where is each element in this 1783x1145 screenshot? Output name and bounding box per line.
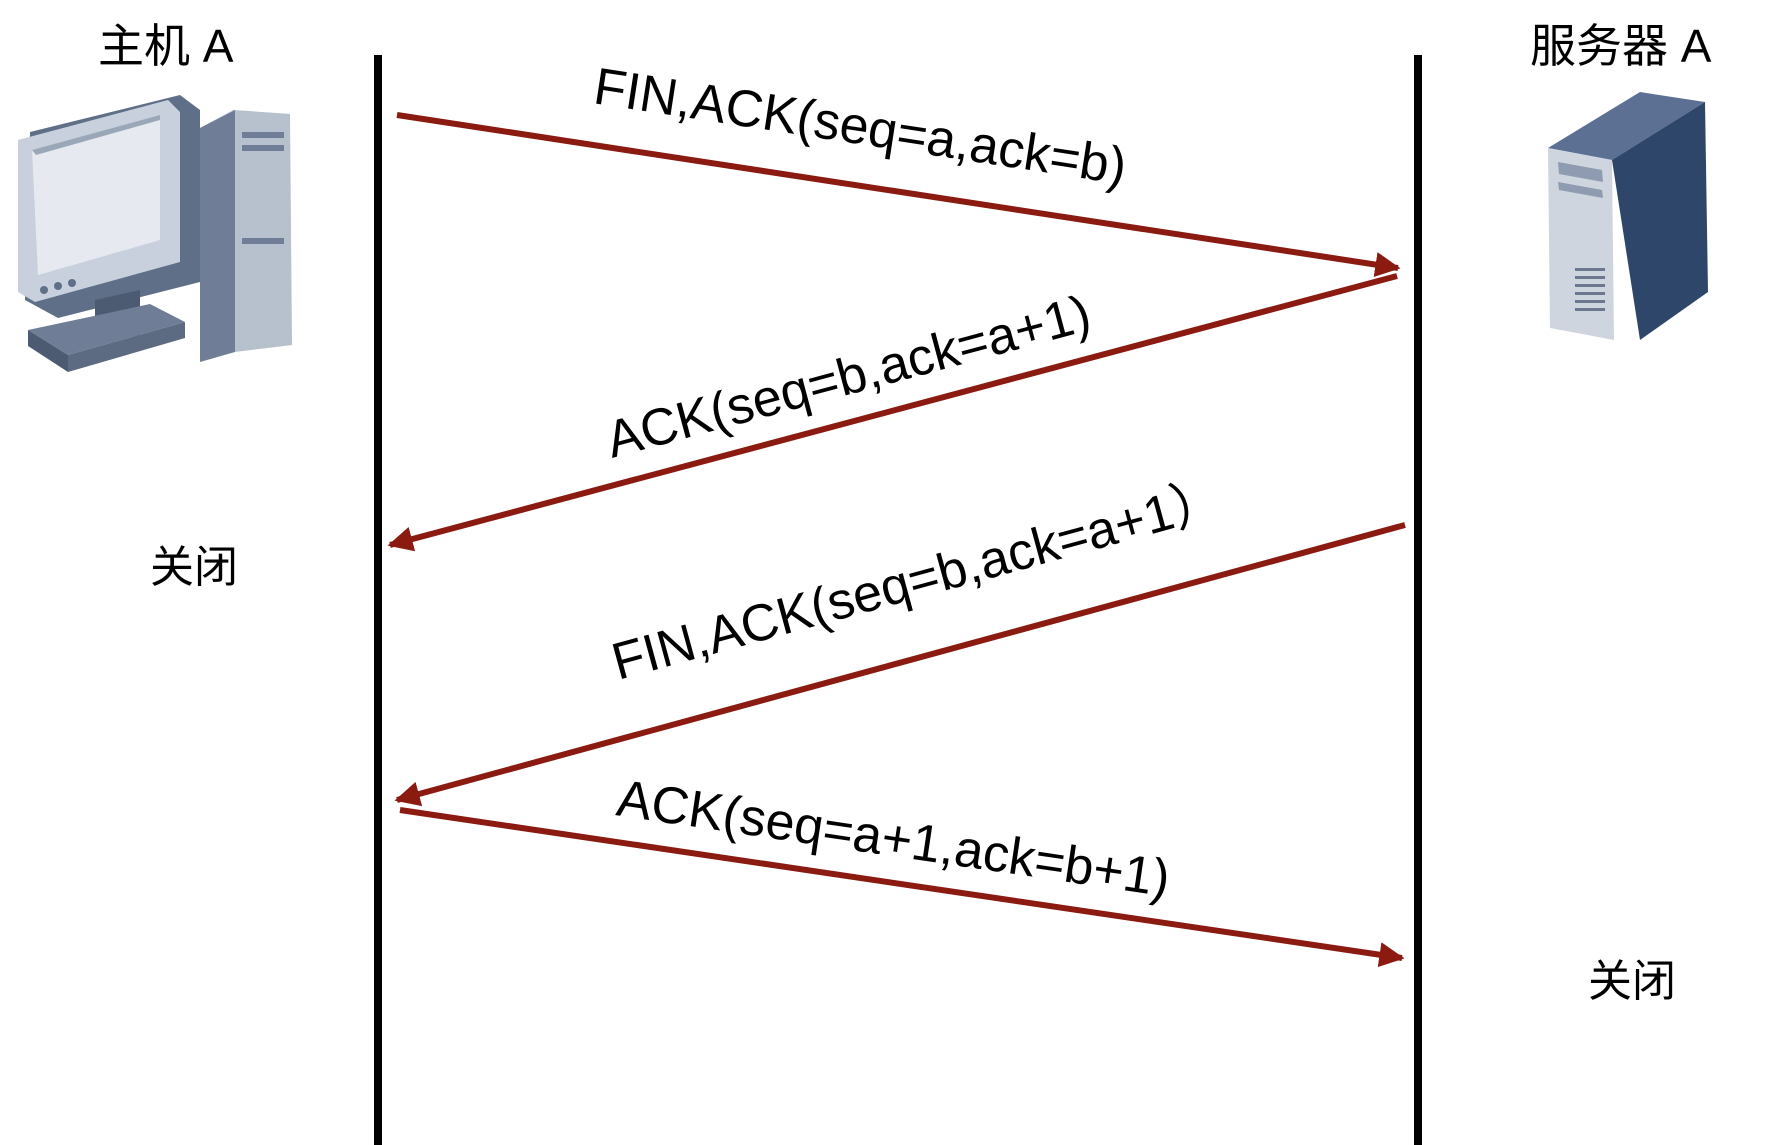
message-label-1: FIN,ACK(seq=a,ack=b) [590, 58, 1130, 197]
server-state-label: 关闭 [1588, 957, 1676, 1006]
message-arrow-2 [387, 273, 1398, 552]
host-title: 主机 A [98, 20, 234, 72]
message-arrow-3 [394, 522, 1406, 807]
host-state-label: 关闭 [150, 543, 238, 592]
message-arrow-1 [396, 112, 1401, 278]
message-arrow-4 [399, 807, 1405, 968]
message-label-4: ACK(seq=a+1,ack=b+1) [613, 769, 1173, 908]
server-icon [1548, 92, 1708, 340]
desktop-computer-icon [18, 95, 292, 372]
server-title: 服务器 A [1530, 20, 1712, 72]
